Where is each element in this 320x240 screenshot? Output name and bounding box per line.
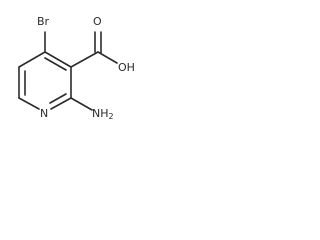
- amino-n-text: NH: [92, 107, 109, 120]
- bond-c-oh: [97, 51, 118, 64]
- bond-c3-c4-inner: [44, 57, 67, 71]
- carbonyl-oxygen-label: O: [93, 15, 102, 28]
- bond-c3-c4: [44, 51, 72, 68]
- bond-n1-c2-inner: [49, 93, 67, 104]
- bromine-label: Br: [37, 15, 50, 28]
- bond-c3-ccooh: [70, 51, 99, 68]
- amino-group-label: NH2: [92, 108, 114, 121]
- hydroxyl-label: OH: [118, 61, 135, 74]
- amino-subscript: 2: [108, 112, 114, 121]
- bond-c6-n1: [18, 97, 40, 110]
- bond-n1-c2: [50, 97, 72, 110]
- ring-nitrogen-label: N: [40, 107, 49, 120]
- bond-c2-nh2: [70, 97, 93, 111]
- bond-c4-c5: [18, 51, 46, 68]
- molecule-structure: [18, 31, 118, 111]
